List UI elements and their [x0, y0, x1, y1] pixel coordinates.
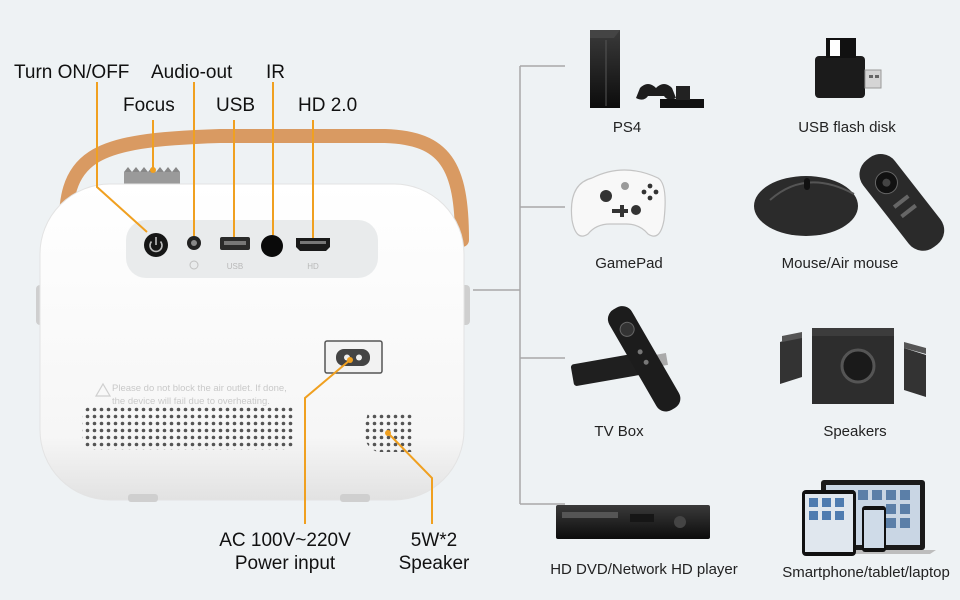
callout-audio-out: Audio-out: [151, 62, 233, 83]
device-label-speakers: Speakers: [823, 423, 887, 440]
device-label-ps4: PS4: [612, 119, 642, 136]
callout-focus: Focus: [123, 95, 175, 116]
callout-ac-line2: Power input: [234, 552, 336, 574]
gamepad-icon: [570, 169, 666, 237]
ps4-console-icon: [590, 30, 704, 108]
port-label-hd: HD: [307, 262, 319, 271]
callout-turn-on-off: Turn ON/OFF: [14, 62, 130, 83]
device-label-mouse: Mouse/Air mouse: [781, 255, 899, 272]
warning-text-line2: the device will fail due to overheating.: [112, 396, 270, 407]
tv-box-icon: [570, 306, 681, 412]
smart-devices-icon: [802, 480, 936, 556]
callout-ir: IR: [266, 62, 285, 83]
callout-ac-line1: AC 100V~220V: [219, 530, 351, 551]
device-label-smart-devices: Smartphone/tablet/laptop: [782, 564, 950, 581]
device-label-dvd-player: HD DVD/Network HD player: [550, 561, 738, 578]
callout-line-speaker: [387, 432, 433, 524]
device-label-usb-flash-disk: USB flash disk: [798, 119, 896, 136]
callout-line-power: [96, 82, 148, 233]
callout-speaker-line1: 5W*2: [410, 530, 458, 551]
projector-handle: [58, 129, 469, 247]
callout-hd: HD 2.0: [298, 95, 358, 116]
callout-lines: [96, 82, 433, 524]
port-panel: [126, 220, 378, 278]
device-label-gamepad: GamePad: [595, 255, 663, 272]
port-label-usb: USB: [226, 262, 244, 271]
device-label-tv-box: TV Box: [594, 423, 644, 440]
mouse-icon: [754, 153, 945, 251]
dvd-player-icon: [556, 505, 710, 539]
device-bracket: [473, 65, 565, 505]
ir-receiver: [261, 235, 283, 257]
vent-grille-left: [82, 406, 294, 450]
callout-speaker-line2: Speaker: [398, 552, 470, 574]
callout-line-ac: [304, 359, 351, 524]
speakers-icon: [780, 328, 926, 404]
callout-speaker: 5W*2 Speaker: [394, 530, 474, 576]
callout-usb: USB: [216, 95, 256, 116]
callout-ac-power: AC 100V~220V Power input: [210, 530, 360, 576]
usb-flash-disk-icon: [815, 38, 882, 98]
warning-text-line1: Please do not block the air outlet. If d…: [112, 383, 287, 394]
hd-port: [296, 238, 330, 251]
